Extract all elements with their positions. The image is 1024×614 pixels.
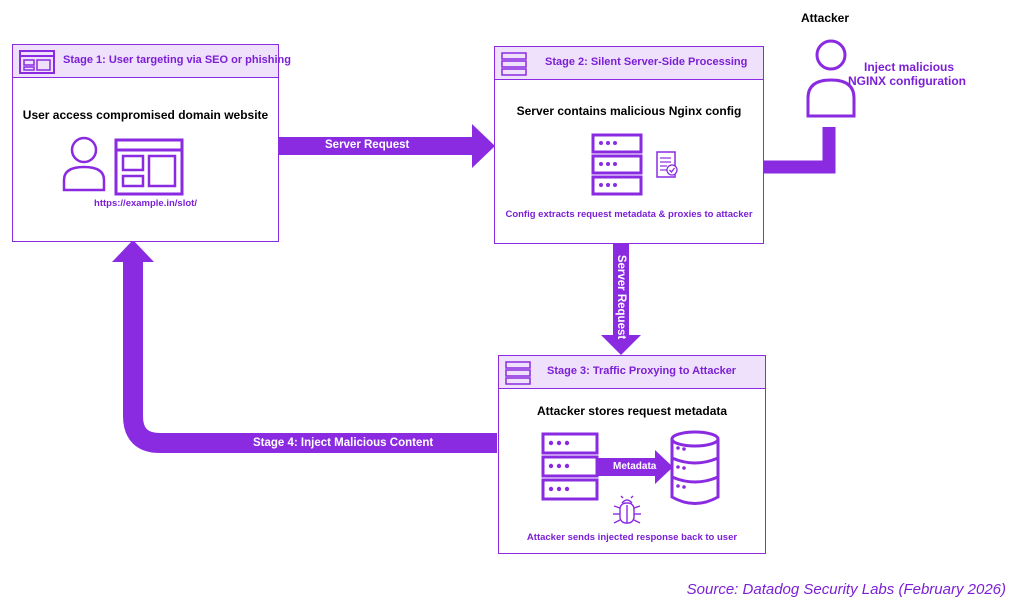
stage-3-title: Stage 3: Traffic Proxying to Attacker: [547, 365, 737, 377]
attacker-label: Attacker: [801, 11, 850, 25]
stage-1-header: Stage 1: User targeting via SEO or phish…: [13, 45, 291, 78]
server-icon: [541, 432, 599, 501]
stage-1-body-title: User access compromised domain website: [22, 108, 269, 122]
arrow-stage1-to-stage2: [247, 124, 495, 168]
stage-2-caption: Config extracts request metadata & proxi…: [505, 209, 753, 220]
attacker-note-line1: Inject malicious: [864, 60, 955, 74]
stage-2-header: Stage 2: Silent Server-Side Processing: [495, 47, 763, 80]
stage-2-body-title: Server contains malicious Nginx config: [516, 104, 742, 118]
database-icon: [670, 430, 720, 505]
stage-1-url: https://example.in/slot/: [94, 198, 197, 209]
stage-3-body-title: Attacker stores request metadata: [536, 404, 728, 418]
browser-window-icon: [19, 50, 55, 74]
attacker-icon: [806, 39, 856, 118]
source-attribution: Source: Datadog Security Labs (February …: [686, 581, 1006, 598]
website-icon: [114, 138, 184, 196]
bug-icon: [613, 495, 641, 524]
stage-3-caption: Attacker sends injected response back to…: [526, 532, 738, 543]
stage-3-box: Stage 3: Traffic Proxying to Attacker At…: [498, 355, 766, 554]
arrow-stage2-to-stage3-label: Server Request: [615, 254, 627, 340]
arrow-stage3-to-stage1-label: Stage 4: Inject Malicious Content: [253, 437, 434, 449]
config-file-icon: [656, 151, 678, 178]
user-icon: [62, 136, 106, 192]
stage-2-title: Stage 2: Silent Server-Side Processing: [545, 56, 748, 68]
metadata-arrow: [597, 450, 673, 484]
arrow-stage1-to-stage2-label: Server Request: [325, 139, 410, 151]
arrow-stage3-to-stage1-head: [112, 240, 154, 262]
stage-1-box: Stage 1: User targeting via SEO or phish…: [12, 44, 291, 242]
server-rack-icon: [501, 52, 527, 76]
metadata-arrow-label: Metadata: [613, 461, 657, 472]
attacker-note-line2: NGINX configuration: [848, 74, 966, 88]
server-rack-icon: [505, 361, 531, 385]
server-icon: [591, 133, 643, 196]
stage-1-title: Stage 1: User targeting via SEO or phish…: [63, 54, 291, 66]
arrow-stage3-to-stage1: [123, 262, 497, 453]
stage-2-box: Stage 2: Silent Server-Side Processing S…: [494, 46, 764, 244]
arrow-stage2-to-stage3: [601, 240, 641, 355]
stage-3-header: Stage 3: Traffic Proxying to Attacker: [499, 356, 765, 389]
attacker-note: Inject malicious NGINX configuration: [848, 60, 966, 88]
